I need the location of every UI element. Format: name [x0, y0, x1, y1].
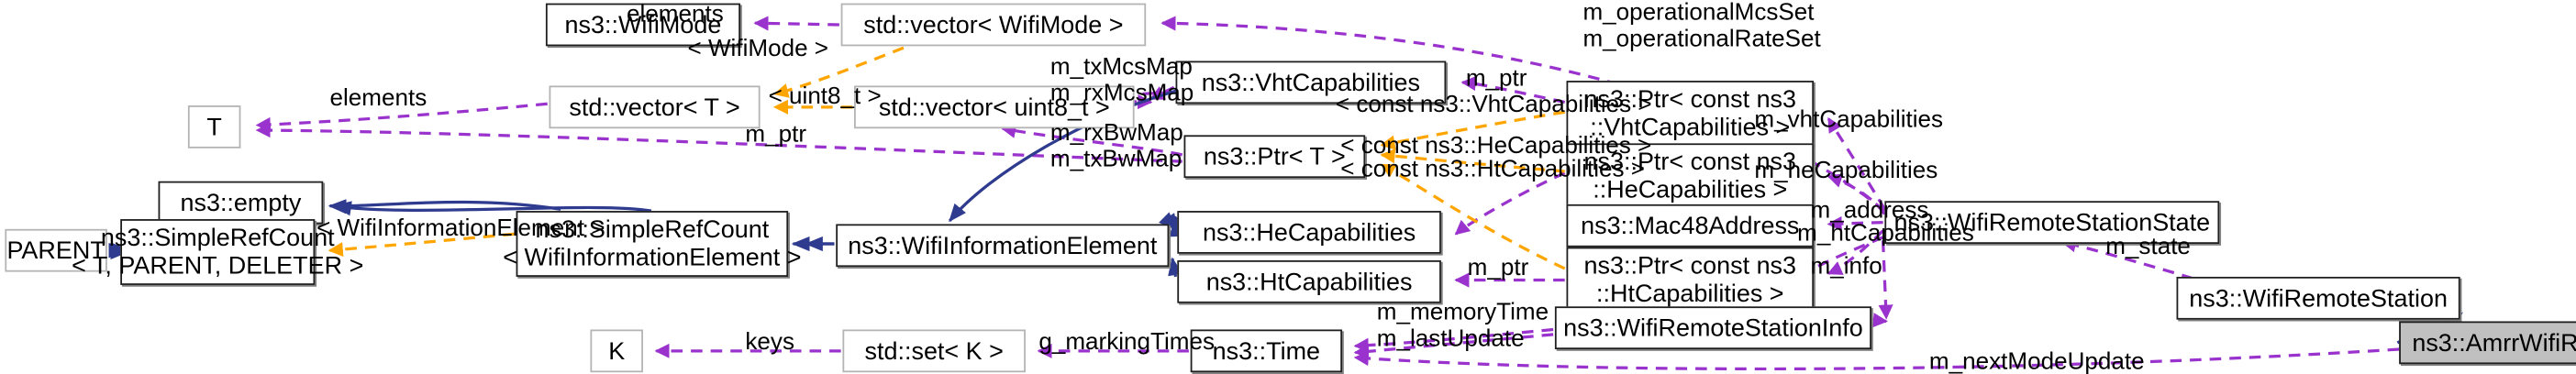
- edge-label-m-vhtcapabilities: m_vhtCapabilities: [1754, 107, 1943, 134]
- edge-label-mcs-maps: m_txMcsMap m_rxMcsMap: [1050, 54, 1194, 107]
- label-line: m_rxMcsMap: [1049, 81, 1194, 107]
- label-line: m_operationalMcsSet: [1582, 0, 1815, 27]
- label-line: < const ns3::VhtCapabilities >: [1335, 92, 1652, 119]
- label-line: m_nextModeUpdate: [1928, 349, 2145, 374]
- label-line: < uint8_t >: [768, 83, 882, 111]
- node-label-line1: ns3::SimpleRefCount: [100, 224, 335, 252]
- edge-label-elements-T: elements: [329, 85, 427, 112]
- node-ns3-wifiremotestation[interactable]: ns3::WifiRemoteStation: [2176, 276, 2460, 320]
- node-label: std::vector< WifiMode >: [863, 10, 1124, 39]
- node-label: ns3::WifiRemoteStationInfo: [1563, 314, 1863, 342]
- edge-label-mptr-vht: m_ptr: [1466, 66, 1527, 93]
- label-line: m_vhtCapabilities: [1754, 106, 1944, 134]
- node-ns3-htcapabilities[interactable]: ns3::HtCapabilities: [1177, 259, 1441, 303]
- node-label: ns3::Mac48Address: [1581, 211, 1800, 240]
- edge-label-mptr-T: m_ptr: [745, 122, 806, 148]
- edge-label-m-info: m_info: [1810, 254, 1882, 280]
- node-label: ns3::HeCapabilities: [1202, 218, 1416, 247]
- node-ns3-simplerefcount-t-parent-deleter[interactable]: ns3::SimpleRefCount < T, PARENT, DELETER…: [72, 219, 363, 285]
- label-line: m_ptr: [1467, 255, 1529, 282]
- node-ns3-ptr-T[interactable]: ns3::Ptr< T >: [1183, 135, 1366, 179]
- label-line: g_markingTimes: [1038, 329, 1216, 357]
- node-label: T: [206, 113, 222, 141]
- edge-label-wifiinformationelement-template: < WifiInformationElement >: [316, 215, 605, 242]
- node-label: ns3::WifiMode: [564, 10, 722, 39]
- node-ns3-ptr-const-htcapabilities[interactable]: ns3::Ptr< const ns3 ::HtCapabilities >: [1566, 247, 1815, 314]
- label-line: m_ptr: [745, 122, 807, 148]
- node-ns3-mac48address[interactable]: ns3::Mac48Address: [1566, 204, 1815, 248]
- node-ns3-simplerefcount-wifiinformationelement[interactable]: ns3::SimpleRefCount < WifiInformationEle…: [503, 211, 801, 277]
- label-line: m_operationalRateSet: [1582, 26, 1821, 53]
- edge-label-bw-maps: m_rxBwMap m_txBwMap: [1050, 120, 1183, 173]
- node-label-line2: < WifiInformationElement >: [503, 244, 802, 272]
- label-line: < const ns3::HtCapabilities >: [1340, 156, 1646, 183]
- label-line: keys: [745, 329, 795, 357]
- edge-label-const-vht-template: < const ns3::VhtCapabilities >: [1336, 93, 1652, 119]
- node-label: PARENT: [6, 236, 105, 265]
- node-parent[interactable]: PARENT: [5, 228, 107, 272]
- node-label: ns3::empty: [180, 188, 302, 217]
- node-label: ns3::WifiInformationElement: [848, 231, 1158, 260]
- edge-label-elements-wifimode: elements: [627, 2, 724, 28]
- node-ns3-hecapabilities[interactable]: ns3::HeCapabilities: [1177, 211, 1441, 254]
- node-ns3-wifimode[interactable]: ns3::WifiMode: [545, 3, 741, 47]
- node-ns3-time[interactable]: ns3::Time: [1190, 329, 1343, 373]
- edge-label-mptr-ht: m_ptr: [1468, 256, 1529, 282]
- node-label: ns3::Ptr< T >: [1203, 142, 1346, 171]
- node-label-line2: ::HtCapabilities >: [1596, 280, 1784, 309]
- node-label: std::set< K >: [864, 336, 1004, 366]
- edge-label-const-ht-template: < const ns3::HtCapabilities >: [1340, 157, 1645, 183]
- node-label: ns3::WifiRemoteStationState: [1893, 208, 2211, 236]
- edge-label-memory-times: m_memoryTime m_lastUpdate: [1377, 300, 1549, 353]
- label-line: m_info: [1810, 253, 1882, 280]
- label-line: m_memoryTime: [1376, 300, 1549, 326]
- edge-label-m-state: m_state: [2105, 234, 2191, 260]
- edge-label-wifimode-template: < WifiMode >: [687, 37, 828, 63]
- edge-label-g-markingtimes: g_markingTimes: [1038, 329, 1215, 356]
- node-label: ns3::Time: [1212, 336, 1321, 366]
- label-line: elements: [329, 85, 427, 113]
- node-label: std::vector< T >: [569, 93, 740, 122]
- label-line: < WifiInformationElement >: [316, 215, 605, 243]
- node-std-vector-wifimode[interactable]: std::vector< WifiMode >: [840, 3, 1147, 47]
- node-std-vector-T[interactable]: std::vector< T >: [549, 85, 761, 129]
- node-label: ns3::WifiRemoteStation: [2189, 284, 2448, 313]
- label-line: m_txBwMap: [1049, 146, 1183, 173]
- edge-label-m-nextmodeupdate: m_nextModeUpdate: [1929, 349, 2145, 374]
- label-line: m_rxBwMap: [1049, 120, 1183, 147]
- edge-label-m-hecapabilities: m_heCapabilities: [1754, 159, 1938, 185]
- node-label: K: [608, 336, 626, 366]
- label-line: m_ptr: [1465, 65, 1527, 93]
- node-std-set-K[interactable]: std::set< K >: [842, 329, 1026, 373]
- edge-label-operational-sets: m_operationalMcsSet m_operationalRateSet: [1582, 0, 1820, 53]
- node-ns3-empty[interactable]: ns3::empty: [158, 181, 324, 225]
- label-line: m_lastUpdate: [1376, 325, 1525, 353]
- edge-label-m-htcapabilities: m_htCapabilities: [1797, 221, 1974, 248]
- label-line: m_htCapabilities: [1797, 220, 1974, 248]
- label-line: elements: [626, 1, 724, 28]
- node-T[interactable]: T: [187, 105, 241, 148]
- node-label: ns3::HtCapabilities: [1205, 268, 1413, 296]
- node-K[interactable]: K: [590, 329, 643, 373]
- node-ns3-amrrwifiremotestation[interactable]: ns3::AmrrWifiRemoteStation: [2399, 321, 2576, 365]
- edge-label-keys: keys: [745, 329, 794, 356]
- label-line: < WifiMode >: [687, 36, 829, 63]
- node-label-line2: < T, PARENT, DELETER >: [72, 251, 364, 280]
- label-line: m_state: [2105, 234, 2191, 260]
- label-line: m_txMcsMap: [1049, 54, 1193, 82]
- node-ns3-wifiremotestationstate[interactable]: ns3::WifiRemoteStationState: [1884, 201, 2220, 245]
- node-ns3-wifiinformationelement[interactable]: ns3::WifiInformationElement: [836, 224, 1170, 268]
- node-ns3-wifiremotestationinfo[interactable]: ns3::WifiRemoteStationInfo: [1554, 306, 1871, 350]
- edge-label-uint8-template: < uint8_t >: [769, 84, 882, 111]
- node-label-line1: ns3::SimpleRefCount: [535, 215, 770, 245]
- label-line: m_heCapabilities: [1754, 158, 1938, 185]
- node-label-line1: ns3::Ptr< const ns3: [1583, 251, 1797, 280]
- node-label: ns3::AmrrWifiRemoteStation: [2412, 328, 2576, 358]
